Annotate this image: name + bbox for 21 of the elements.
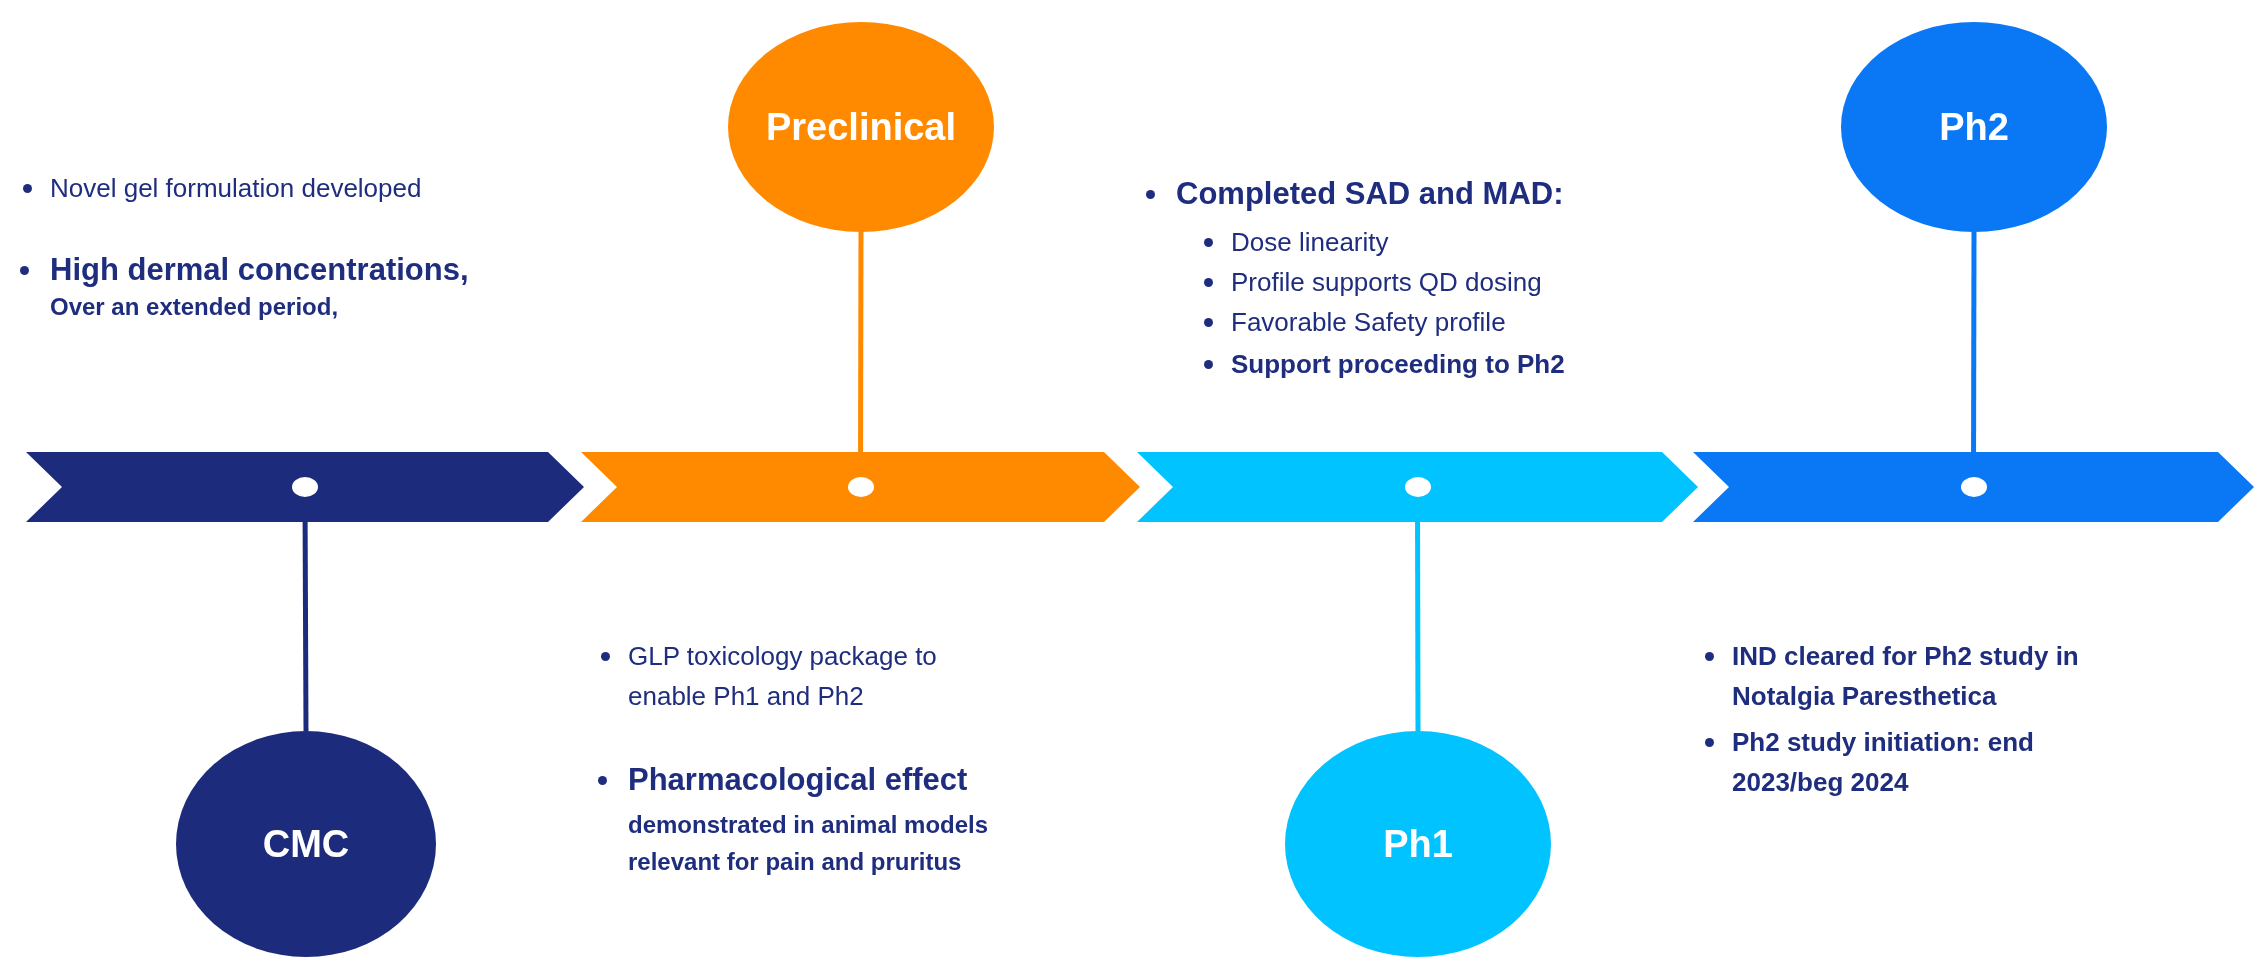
bullet-text: Profile supports QD dosing [1231,266,1542,299]
bullet-text: Pharmacological effect [628,761,968,799]
bullet-text: High dermal concentrations, [50,251,469,289]
chevron-arrow [1693,452,2254,522]
chevron-arrow [581,452,1140,522]
chevron-arrow [1137,452,1698,522]
bullet-text: Favorable Safety profile [1231,306,1506,339]
bullet-text: Completed SAD and MAD: [1176,175,1564,213]
stage-label: Preclinical [765,105,957,149]
stage-label: CMC [262,822,350,866]
stage-label: Ph1 [1383,822,1453,866]
bullet-text: Over an extended period, [50,292,339,322]
bullet-text: Support proceeding to Ph2 [1231,348,1565,381]
bullet-text: demonstrated in animal models relevant for pain and pruritus [628,810,990,878]
chevron-arrow [26,452,584,522]
stage-label: Ph2 [1939,105,2009,149]
bullet-text: Dose linearity [1231,226,1389,259]
bullet-text: IND cleared for Ph2 study in Notalgia Paresthetica [1732,640,2080,714]
bullet-text: Ph2 study initiation: end 2023/beg 2024 [1732,726,2035,800]
bullet-text: GLP toxicology package to enable Ph1 and Ph2 [628,640,938,714]
bullet-text: Novel gel formulation developed [50,172,422,205]
